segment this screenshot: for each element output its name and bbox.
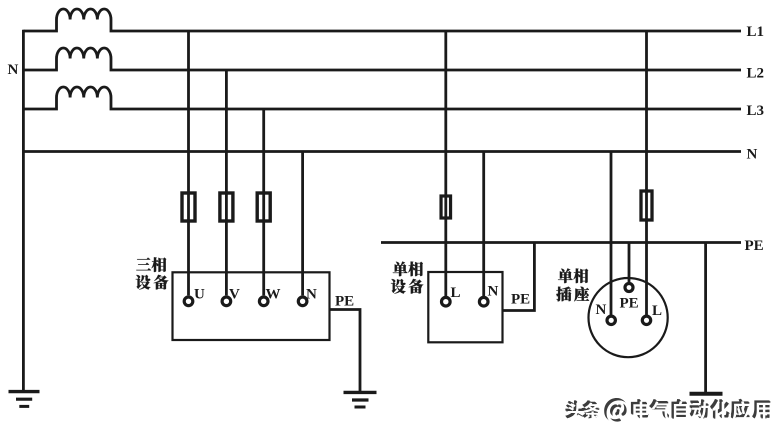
svg-text:L3: L3 xyxy=(747,103,765,119)
svg-text:L1: L1 xyxy=(747,24,765,40)
svg-text:L: L xyxy=(451,285,461,301)
svg-text:PE: PE xyxy=(620,296,639,312)
svg-text:PE: PE xyxy=(745,238,764,254)
svg-text:L2: L2 xyxy=(747,66,765,82)
svg-text:N: N xyxy=(8,62,19,78)
svg-text:N: N xyxy=(747,147,758,163)
svg-text:W: W xyxy=(266,287,281,303)
svg-text:N: N xyxy=(596,302,607,318)
svg-text:L: L xyxy=(652,303,662,319)
svg-text:PE: PE xyxy=(335,294,354,310)
svg-text:V: V xyxy=(229,287,240,303)
svg-text:PE: PE xyxy=(511,292,530,308)
svg-text:N: N xyxy=(488,284,499,300)
svg-text:N: N xyxy=(306,287,317,303)
svg-text:U: U xyxy=(194,287,205,303)
